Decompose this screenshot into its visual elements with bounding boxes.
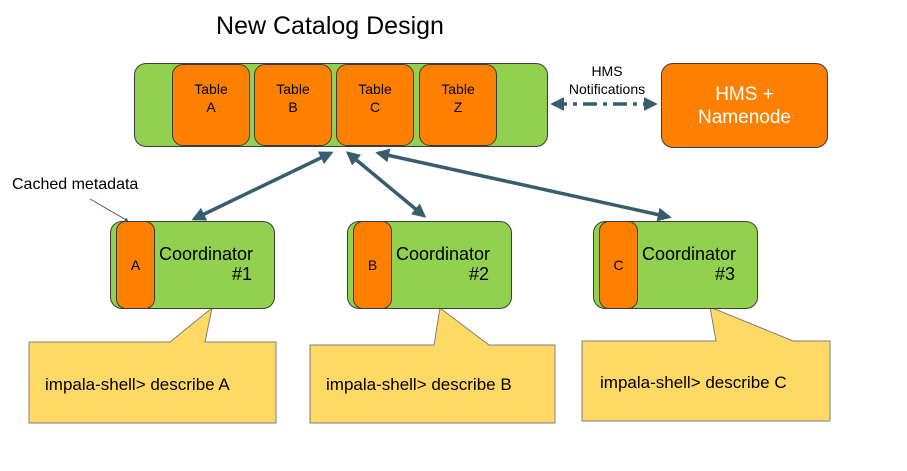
- coordinator-number: #1: [231, 264, 252, 284]
- table-name: C: [369, 99, 381, 115]
- cached-metadata-label: Cached metadata: [12, 176, 139, 193]
- cached-metadata-pointer: [89, 198, 129, 222]
- coordinator-label: Coordinator: [159, 244, 254, 264]
- table-box-b: Table B: [254, 64, 332, 146]
- hms-box-line2: Namenode: [698, 106, 791, 128]
- coordinator-3: C Coordinator #3: [593, 221, 758, 309]
- table-name: B: [288, 99, 298, 115]
- arrow-coordinator-3: [375, 148, 672, 222]
- hms-notifications-line1: HMS: [591, 63, 623, 79]
- callout-bubble-3: [581, 306, 831, 422]
- coordinator-1: A Coordinator #1: [110, 221, 275, 309]
- coordinator-number: #2: [468, 264, 489, 284]
- callout-bubble-1: [28, 306, 277, 424]
- hms-namenode-box: HMS + Namenode: [661, 63, 828, 148]
- arrow-coordinator-1: [191, 151, 334, 221]
- coordinator-number: #3: [714, 264, 735, 284]
- callout-text-3: impala-shell> describe C: [600, 373, 787, 392]
- coordinator-1-cache: A: [116, 221, 155, 309]
- table-label: Table: [276, 81, 310, 97]
- table-name: Z: [453, 99, 463, 115]
- coordinator-label: Coordinator: [642, 244, 737, 264]
- diagram-title: New Catalog Design: [216, 12, 444, 40]
- callout-text-2: impala-shell> describe B: [326, 375, 512, 394]
- hms-notifications-line2: Notifications: [568, 81, 646, 97]
- hms-notifications-label: HMS Notifications: [562, 62, 652, 98]
- hms-box-line1: HMS +: [715, 83, 774, 105]
- coordinator-label: Coordinator: [396, 244, 491, 264]
- table-box-c: Table C: [336, 64, 414, 146]
- table-box-z: Table Z: [419, 64, 497, 146]
- callout-bubble-2: [309, 307, 556, 424]
- coordinator-2: B Coordinator #2: [347, 221, 512, 309]
- coordinator-2-cache: B: [353, 221, 392, 309]
- table-label: Table: [358, 81, 392, 97]
- coordinator-3-cache: C: [599, 221, 638, 309]
- table-name: A: [206, 99, 216, 115]
- callout-text-1: impala-shell> describe A: [45, 375, 230, 394]
- table-label: Table: [194, 81, 228, 97]
- arrow-coordinator-2: [345, 151, 427, 218]
- table-label: Table: [441, 81, 475, 97]
- table-box-a: Table A: [172, 64, 250, 146]
